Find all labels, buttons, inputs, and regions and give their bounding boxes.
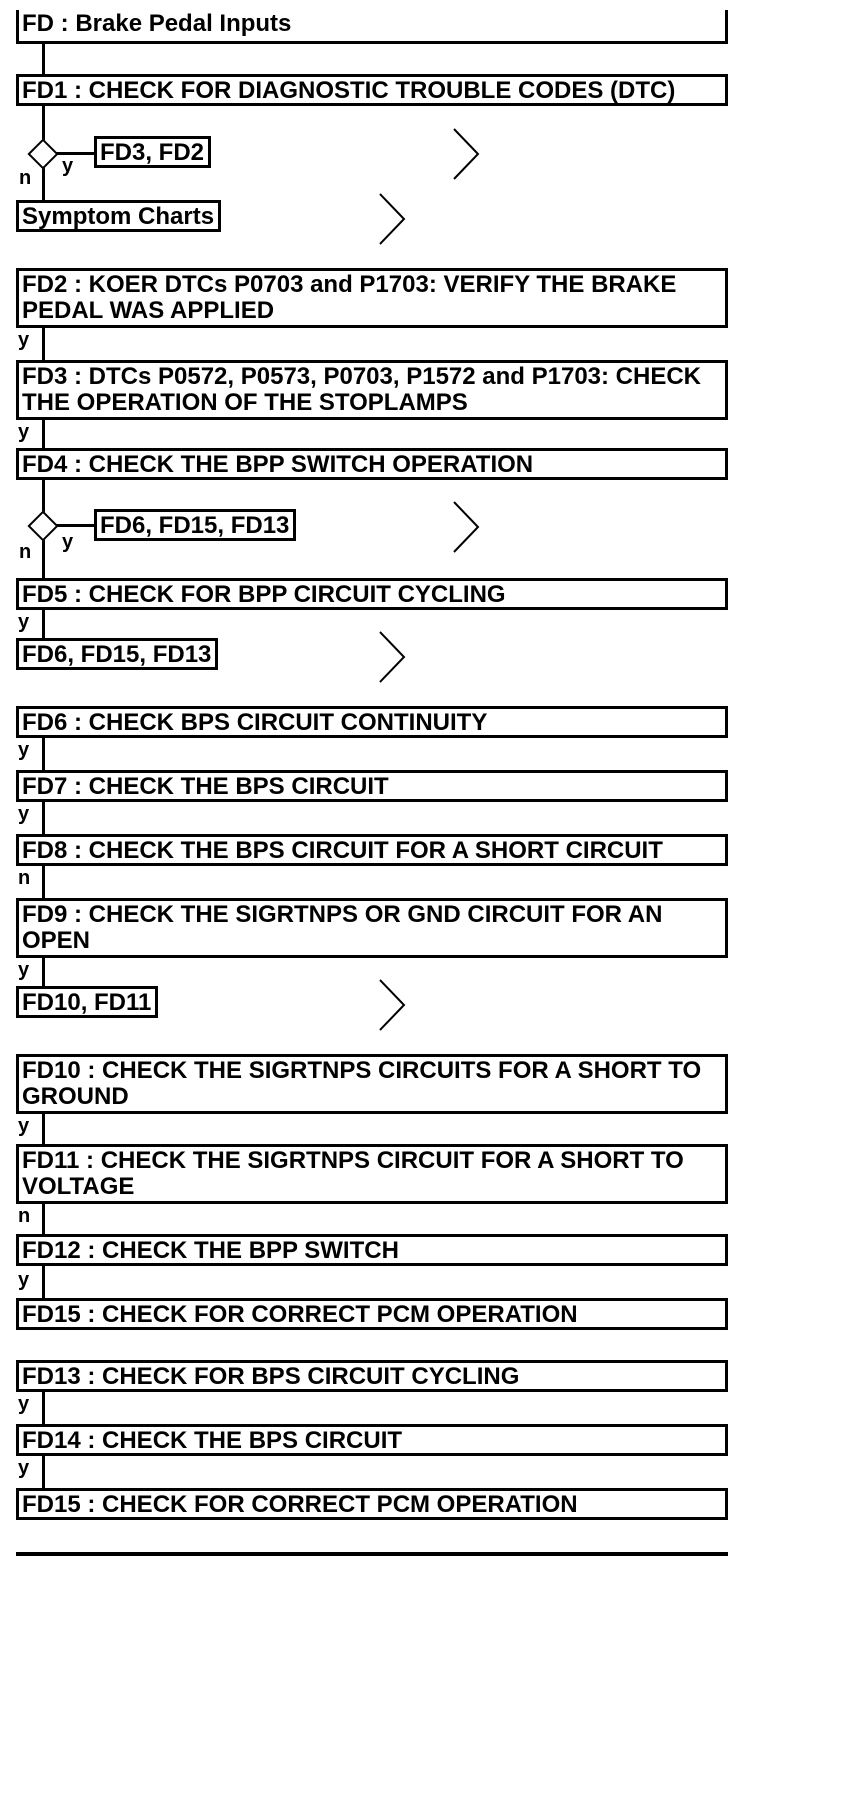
flowchart-title: FD : Brake Pedal Inputs — [16, 10, 728, 44]
connector — [42, 610, 45, 638]
connector — [42, 866, 45, 898]
decision-diamond — [27, 138, 59, 170]
yes-label: y — [18, 611, 30, 633]
connector — [42, 738, 45, 770]
yes-label: y — [18, 1393, 30, 1415]
no-label: n — [18, 867, 31, 889]
chevron-right-icon — [379, 631, 406, 683]
step-fd2[interactable]: FD2 : KOER DTCs P0703 and P1703: VERIFY … — [16, 268, 728, 328]
step-fd5[interactable]: FD5 : CHECK FOR BPP CIRCUIT CYCLING — [16, 578, 728, 610]
yes-label: y — [18, 1115, 30, 1137]
step-fd9[interactable]: FD9 : CHECK THE SIGRTNPS OR GND CIRCUIT … — [16, 898, 728, 958]
yes-label: y — [18, 1457, 30, 1479]
link-fd5-yes[interactable]: FD6, FD15, FD13 — [16, 638, 219, 670]
no-label: n — [19, 541, 32, 563]
yes-label: y — [62, 531, 74, 553]
step-fd12[interactable]: FD12 : CHECK THE BPP SWITCH — [16, 1234, 728, 1266]
connector — [56, 524, 96, 527]
decision-diamond — [27, 510, 59, 542]
yes-label: y — [18, 1269, 30, 1291]
yes-label: y — [18, 803, 30, 825]
connector — [42, 1204, 45, 1234]
connector — [42, 1114, 45, 1144]
chevron-right-icon — [453, 501, 480, 553]
yes-label: y — [18, 959, 30, 981]
no-label: n — [18, 1205, 31, 1227]
yes-label: y — [18, 329, 30, 351]
connector — [42, 802, 45, 834]
connector — [42, 958, 45, 986]
no-label: n — [19, 167, 32, 189]
yes-label: y — [18, 739, 30, 761]
connector — [42, 1266, 45, 1298]
link-fd9-yes[interactable]: FD10, FD11 — [16, 986, 159, 1018]
chevron-right-icon — [379, 193, 406, 245]
step-fd14[interactable]: FD14 : CHECK THE BPS CIRCUIT — [16, 1424, 728, 1456]
chevron-right-icon — [379, 979, 406, 1031]
step-fd1[interactable]: FD1 : CHECK FOR DIAGNOSTIC TROUBLE CODES… — [16, 74, 728, 106]
link-fd4-yes[interactable]: FD6, FD15, FD13 — [94, 509, 297, 541]
step-fd15[interactable]: FD15 : CHECK FOR CORRECT PCM OPERATION — [16, 1488, 728, 1520]
link-fd1-no[interactable]: Symptom Charts — [16, 200, 222, 232]
connector — [42, 328, 45, 360]
yes-label: y — [62, 155, 74, 177]
connector — [56, 152, 96, 155]
connector — [42, 1392, 45, 1424]
link-fd1-yes[interactable]: FD3, FD2 — [94, 136, 212, 168]
step-fd15[interactable]: FD15 : CHECK FOR CORRECT PCM OPERATION — [16, 1298, 728, 1330]
step-fd7[interactable]: FD7 : CHECK THE BPS CIRCUIT — [16, 770, 728, 802]
chevron-right-icon — [453, 128, 480, 180]
connector — [42, 1456, 45, 1488]
step-fd11[interactable]: FD11 : CHECK THE SIGRTNPS CIRCUIT FOR A … — [16, 1144, 728, 1204]
step-fd3[interactable]: FD3 : DTCs P0572, P0573, P0703, P1572 an… — [16, 360, 728, 420]
yes-label: y — [18, 421, 30, 443]
connector — [42, 44, 45, 74]
step-fd8[interactable]: FD8 : CHECK THE BPS CIRCUIT FOR A SHORT … — [16, 834, 728, 866]
bottom-divider — [16, 1552, 728, 1556]
step-fd6[interactable]: FD6 : CHECK BPS CIRCUIT CONTINUITY — [16, 706, 728, 738]
step-fd4[interactable]: FD4 : CHECK THE BPP SWITCH OPERATION — [16, 448, 728, 480]
connector — [42, 420, 45, 448]
step-fd13[interactable]: FD13 : CHECK FOR BPS CIRCUIT CYCLING — [16, 1360, 728, 1392]
step-fd10[interactable]: FD10 : CHECK THE SIGRTNPS CIRCUITS FOR A… — [16, 1054, 728, 1114]
